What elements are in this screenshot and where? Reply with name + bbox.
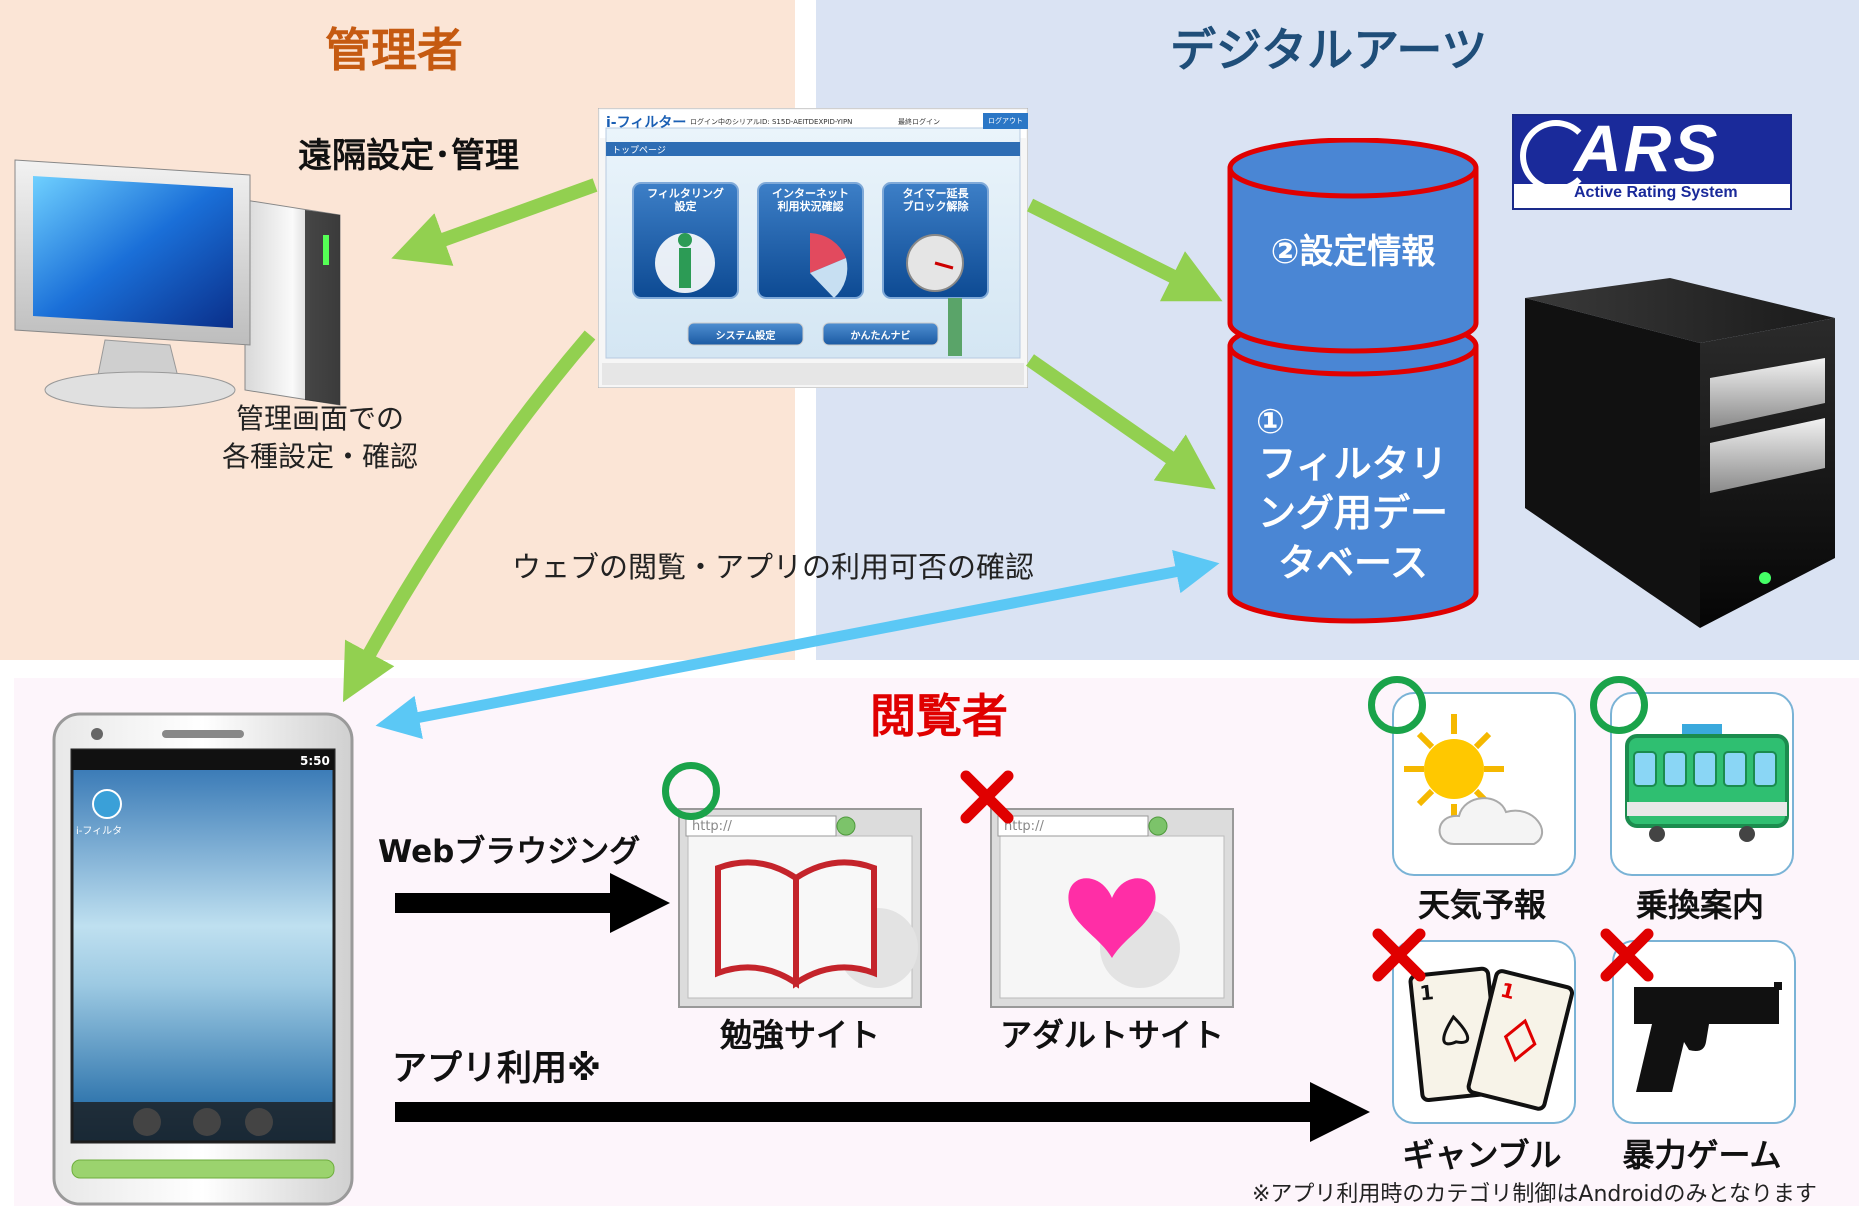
app-gambling-tile: 1 1 [1392,940,1576,1124]
adult-site-ng-mark [960,770,1014,824]
tile-filtering-line2: 設定 [674,199,697,213]
database-stack: ②設定情報 ① フィルタリ ング用デー タベース [1226,138,1480,628]
study-site-url: http:// [692,819,732,834]
footnote: ※アプリ利用時のカテゴリ制御はAndroidのみとなります [1252,1182,1817,1207]
tile-filtering-line1: フィルタリング [647,187,724,200]
cards-icon: 1 1 [1408,966,1574,1111]
app-gambling-ng-mark [1372,928,1426,982]
app-weather-ok-mark [1368,676,1426,734]
admin-title: 管理者 [325,23,463,77]
svg-text:1: 1 [1498,978,1517,1005]
tile-timer-line1: タイマー延長 [902,187,969,200]
admin-pc-icon [5,140,365,425]
study-site-window: http:// [678,808,922,1008]
arrow-console-to-phone [342,330,596,703]
db-filter-line2: ング用デー [1257,491,1448,536]
tile-usage-line1: インターネット [772,187,849,200]
app-violent-game-ng-mark [1600,928,1654,982]
svg-text:1: 1 [1419,980,1435,1005]
app-weather-label: 天気予報 [1417,886,1546,924]
connection-label: ウェブの閲覧・アプリの利用可否の確認 [512,550,1035,584]
train-icon [1625,724,1789,842]
db-filter-label: フィルタリ ング用デー タベース [1226,440,1480,588]
arrow-console-to-pc [391,178,598,266]
db-filter-line1: フィルタリ [1258,442,1448,486]
arrow-console-to-db-top [1026,198,1223,302]
phone-time: 5:50 [300,754,330,768]
study-site-ok-mark [662,762,720,820]
remote-settings-label: 遠隔設定･管理 [298,136,519,176]
app-gambling-label: ギャンブル [1402,1136,1562,1174]
admin-console-screenshot: i-フィルター ログイン中のシリアルID: S15D-AEITDEXPID-YI… [598,108,1028,388]
weather-icon [1404,714,1544,845]
admin-caption: 管理画面での 各種設定・確認 [200,400,440,476]
console-tile-timer[interactable]: タイマー延長 ブロック解除 [883,187,988,213]
ars-logo-text: ARS [1574,111,1720,185]
gun-icon [1634,982,1782,1092]
adult-site-url: http:// [1004,819,1044,834]
arrow-phone-db-sync [375,549,1220,740]
console-last-login: 最終ログイン [898,118,940,126]
smartphone: 5:50 i-フィルタ [52,712,354,1206]
adult-site-window: http:// [990,808,1234,1008]
app-train-tile [1610,692,1794,876]
console-easy-navi-button[interactable]: かんたんナビ [850,331,911,342]
admin-caption-line2: 各種設定・確認 [221,439,418,473]
arrow-console-to-db-bottom [1025,354,1216,490]
app-usage-label: アプリ利用※ [392,1049,602,1089]
console-breadcrumb: トップページ [612,146,666,156]
ars-logo: ARS Active Rating System [1512,111,1792,210]
tile-timer-line2: ブロック解除 [902,199,969,213]
adult-site-label: アダルトサイト [999,1016,1224,1054]
phone-app-icon-label: i-フィルタ [76,826,123,837]
console-tile-usage[interactable]: インターネット 利用状況確認 [758,187,863,213]
db-settings-label: ②設定情報 [1270,232,1436,272]
ars-logo-subtitle: Active Rating System [1574,184,1738,201]
admin-caption-line1: 管理画面での [235,402,404,435]
console-tile-filtering[interactable]: フィルタリング 設定 [633,187,738,213]
study-site-label: 勉強サイト [719,1016,880,1054]
app-violent-game-label: 暴力ゲーム [1622,1136,1782,1174]
web-browsing-label: Webブラウジング [378,834,641,870]
server-icon [1520,278,1840,628]
console-logo: i-フィルター [606,115,687,131]
app-train-ok-mark [1590,676,1648,734]
tile-usage-line2: 利用状況確認 [777,199,844,213]
console-system-settings-button[interactable]: システム設定 [715,331,776,342]
app-weather-tile [1392,692,1576,876]
console-logout-button[interactable]: ログアウト [983,113,1028,129]
console-serial: ログイン中のシリアルID: S15D-AEITDEXPID-YIPN [690,118,853,126]
db-filter-line3: タベース [1277,540,1429,585]
db-filter-number: ① [1256,402,1285,442]
digitalarts-title: デジタルアーツ [1170,23,1488,77]
app-train-label: 乗換案内 [1635,886,1764,924]
